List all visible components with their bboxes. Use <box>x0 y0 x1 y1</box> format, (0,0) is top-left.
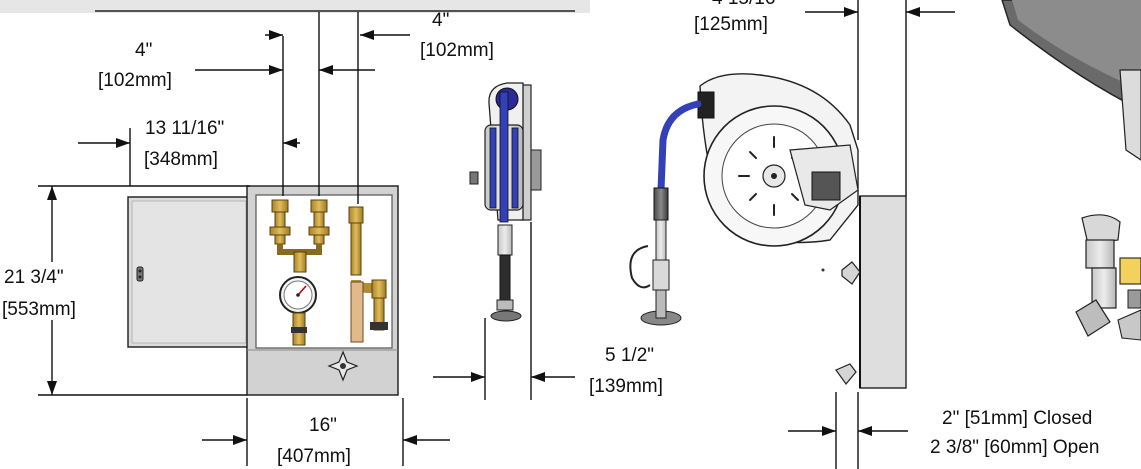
pipe-spacing-right-metric: [102mm] <box>420 40 494 61</box>
temperature-gauge-icon <box>279 276 317 314</box>
top-clearance-metric: [125mm] <box>694 14 768 35</box>
inlet-offset-imperial: 13 11/16" <box>145 118 224 139</box>
cabinet-front-view <box>127 185 399 396</box>
door-depth-open: 2 3/8" [60mm] Open <box>930 437 1099 458</box>
cabinet-height-imperial: 21 3/4" <box>4 267 64 288</box>
cabinet-width-imperial: 16" <box>309 415 337 436</box>
pipe-spacing-left-imperial: 4" <box>135 40 152 61</box>
valve-detail-icon <box>1075 214 1141 341</box>
outlet-valve <box>291 312 307 346</box>
top-clearance-imperial: 4 15/16" <box>712 0 782 9</box>
cabinet-width-metric: [407mm] <box>277 446 351 467</box>
side-valve-handle-icon <box>841 261 861 285</box>
cabinet-height-metric: [553mm] <box>2 299 76 320</box>
mixing-valve-assembly <box>269 199 330 273</box>
shutoff-handle-icon <box>327 350 359 382</box>
inlet-offset-metric: [348mm] <box>144 149 218 170</box>
pipe-spacing-left-metric: [102mm] <box>98 70 172 91</box>
door-latch-icon <box>136 266 144 282</box>
reel-depth-metric: [139mm] <box>589 376 663 397</box>
door-depth-closed: 2" [51mm] Closed <box>942 408 1092 429</box>
dimension-labels: 4" [102mm] 4" [102mm] 13 11/16" [348mm] … <box>2 0 1099 467</box>
wall-cabinet-side-view <box>821 195 907 389</box>
cabinet-corner-detail <box>1001 0 1141 161</box>
side-drain-handle-icon <box>835 363 857 385</box>
supply-pipe-assembly <box>348 206 388 343</box>
top-panel-strip <box>0 0 590 13</box>
pipe-spacing-right-imperial: 4" <box>432 10 449 31</box>
dimension-lines <box>38 0 955 469</box>
hose-reel-side-view <box>469 82 542 322</box>
hose-reel-front-view <box>629 73 859 326</box>
reel-depth-imperial: 5 1/2" <box>605 345 654 366</box>
